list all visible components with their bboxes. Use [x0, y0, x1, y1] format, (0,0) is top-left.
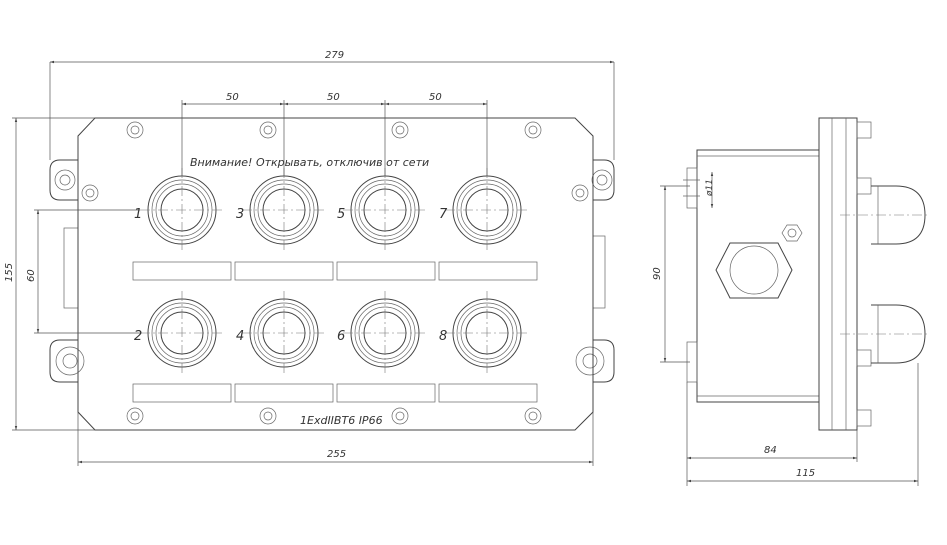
dimension-pitch-3: 50 [429, 92, 442, 103]
side-bracket-top [686, 167, 698, 209]
gland-number: 1 [134, 207, 142, 222]
cable-gland-1 [140, 168, 224, 252]
label-plate [336, 383, 436, 403]
cable-gland-2 [140, 291, 224, 375]
warning-label: Внимание! Открывать, отключив от сети [190, 156, 429, 169]
dimension-side-total-depth: 115 [796, 468, 815, 479]
cable-gland-3 [242, 168, 326, 252]
dimension-hole-diameter: ø11 [705, 179, 715, 197]
label-plate [234, 383, 334, 403]
side-small-nut [781, 224, 803, 242]
dimension-pitch-2: 50 [327, 92, 340, 103]
lid-screw [126, 407, 144, 425]
label-plate [234, 261, 334, 281]
enclosure-outline [77, 117, 594, 431]
lid-screw [391, 121, 409, 139]
label-plate [132, 383, 232, 403]
side-screw-head [856, 177, 872, 195]
cable-gland-5 [343, 168, 427, 252]
cable-gland-6 [343, 291, 427, 375]
gland-number: 4 [236, 329, 244, 344]
side-screw-head [856, 121, 872, 139]
gland-number: 6 [337, 329, 345, 344]
gland-number: 2 [134, 329, 142, 344]
side-enclosure [696, 149, 820, 403]
lid-screw [259, 407, 277, 425]
label-plate [438, 261, 538, 281]
cable-gland-4 [242, 291, 326, 375]
gland-number: 8 [439, 329, 447, 344]
cable-gland-8 [445, 291, 529, 375]
gland-number: 7 [439, 207, 448, 222]
dimension-side-height: 90 [652, 267, 663, 280]
side-lug-right [592, 235, 606, 309]
side-view [683, 117, 930, 431]
side-screw-head [856, 349, 872, 367]
lid-screw [259, 121, 277, 139]
dimension-side-depth: 84 [764, 445, 777, 456]
dimension-body-width: 255 [327, 449, 346, 460]
dimension-overall-width: 279 [325, 50, 344, 61]
front-dimensions: 279 50 50 50 155 60 255 [4, 50, 615, 466]
lid-screw [571, 184, 589, 202]
dimension-overall-height: 155 [4, 263, 15, 282]
mounting-ear-bottom-left [49, 339, 85, 383]
side-dimensions: 90 ø11 84 115 [652, 172, 919, 486]
lid-screw [391, 407, 409, 425]
label-plate [132, 261, 232, 281]
dimension-pitch-1: 50 [226, 92, 239, 103]
lid-screw [524, 407, 542, 425]
side-cable-gland-top [840, 185, 930, 245]
lid-screw [524, 121, 542, 139]
side-lid-plate [818, 117, 858, 431]
label-plate [336, 261, 436, 281]
cable-gland-7 [445, 168, 529, 252]
label-plate [438, 383, 538, 403]
gland-number: 5 [337, 207, 345, 222]
mounting-ear-top-left [49, 159, 78, 201]
front-view: Внимание! Открывать, отключив от сети [49, 117, 615, 431]
mounting-ear-top-right [591, 159, 615, 201]
side-cable-gland-bottom [840, 304, 930, 364]
side-screw-head [856, 409, 872, 427]
side-lug-left [63, 227, 79, 309]
gland-number: 3 [236, 207, 244, 222]
dimension-row-spacing: 60 [26, 269, 37, 282]
lid-screw [81, 184, 99, 202]
mounting-ear-bottom-right [575, 339, 615, 383]
lid-screw [126, 121, 144, 139]
side-hex-nut [715, 242, 793, 299]
marking-label: 1ExdIIBT6 IP66 [300, 414, 383, 427]
